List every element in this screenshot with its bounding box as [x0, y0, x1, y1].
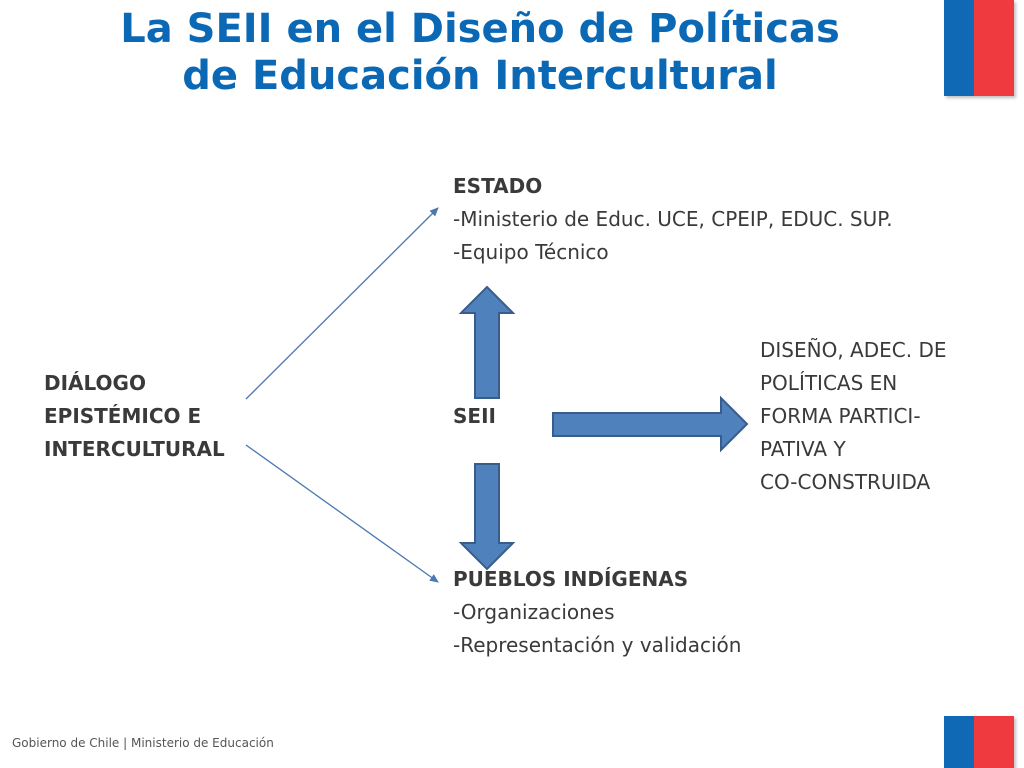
- title-line-1: La SEII en el Diseño de Políticas: [120, 6, 840, 52]
- connector-to-pueblos: [245, 444, 439, 583]
- pueblos-item: -Representación y validación: [453, 633, 742, 657]
- diseno-line: POLÍTICAS EN: [760, 371, 898, 395]
- diseno-block: DISEÑO, ADEC. DE POLÍTICAS EN FORMA PART…: [760, 334, 946, 499]
- estado-item: -Equipo Técnico: [453, 240, 609, 264]
- block-arrow-right: [552, 395, 749, 453]
- footer-text: Gobierno de Chile | Ministerio de Educac…: [12, 736, 274, 750]
- estado-heading: ESTADO: [453, 174, 543, 198]
- estado-item: -Ministerio de Educ. UCE, CPEIP, EDUC. S…: [453, 207, 893, 231]
- chile-flag-logo-top: [944, 0, 1014, 96]
- pueblos-block: PUEBLOS INDÍGENAS -Organizaciones -Repre…: [453, 563, 741, 662]
- connector-to-estado: [245, 207, 439, 400]
- pueblos-heading: PUEBLOS INDÍGENAS: [453, 567, 689, 591]
- diseno-line: PATIVA Y: [760, 437, 846, 461]
- estado-block: ESTADO -Ministerio de Educ. UCE, CPEIP, …: [453, 170, 893, 269]
- chile-flag-logo-bottom: [944, 716, 1014, 768]
- block-arrow-up: [458, 285, 516, 399]
- seii-label: SEII: [453, 404, 496, 428]
- dialogo-line: INTERCULTURAL: [44, 437, 225, 461]
- diseno-line: FORMA PARTICI-: [760, 404, 921, 428]
- dialogo-block: DIÁLOGO EPISTÉMICO E INTERCULTURAL: [44, 367, 225, 466]
- diseno-line: CO-CONSTRUIDA: [760, 470, 931, 494]
- dialogo-line: EPISTÉMICO E: [44, 404, 202, 428]
- pueblos-item: -Organizaciones: [453, 600, 615, 624]
- diseno-line: DISEÑO, ADEC. DE: [760, 338, 947, 362]
- page-title: La SEII en el Diseño de Políticas de Edu…: [0, 6, 960, 100]
- block-arrow-down: [458, 463, 516, 571]
- dialogo-line: DIÁLOGO: [44, 371, 146, 395]
- title-line-2: de Educación Intercultural: [182, 53, 778, 99]
